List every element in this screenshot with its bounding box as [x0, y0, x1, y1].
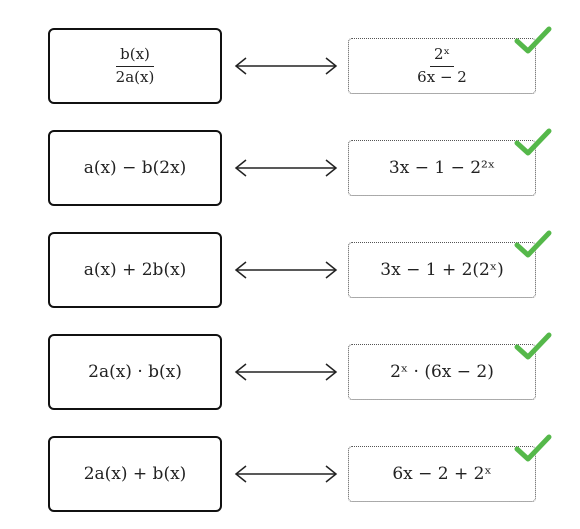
checkmark-icon [514, 128, 552, 156]
left-expression-card-5[interactable]: 2a(x) + b(x) [48, 436, 222, 512]
checkmark-icon [514, 434, 552, 462]
match-row-1: b(x) 2a(x) 2ˣ 6x − 2 [0, 26, 580, 108]
expression-text: 2ˣ · (6x − 2) [390, 362, 494, 382]
right-answer-slot-2[interactable]: 3x − 1 − 2²ˣ [348, 140, 536, 196]
match-row-4: 2a(x) · b(x) 2ˣ · (6x − 2) [0, 332, 580, 414]
checkmark-icon [514, 230, 552, 258]
double-arrow-icon [234, 159, 338, 177]
fraction-denominator: 2a(x) [115, 67, 155, 86]
fraction-numerator: b(x) [116, 46, 154, 67]
expression-text: a(x) + 2b(x) [83, 260, 187, 280]
checkmark-icon [514, 26, 552, 54]
match-row-5: 2a(x) + b(x) 6x − 2 + 2ˣ [0, 434, 580, 516]
right-answer-slot-3[interactable]: 3x − 1 + 2(2ˣ) [348, 242, 536, 298]
fraction-numerator: 2ˣ [430, 46, 454, 67]
fraction: 2ˣ 6x − 2 [413, 46, 471, 86]
left-expression-card-1[interactable]: b(x) 2a(x) [48, 28, 222, 104]
expression-text: 2a(x) + b(x) [83, 464, 187, 484]
left-expression-card-2[interactable]: a(x) − b(2x) [48, 130, 222, 206]
expression-text: 2a(x) · b(x) [88, 362, 182, 382]
right-answer-slot-5[interactable]: 6x − 2 + 2ˣ [348, 446, 536, 502]
checkmark-icon [514, 332, 552, 360]
match-row-3: a(x) + 2b(x) 3x − 1 + 2(2ˣ) [0, 230, 580, 312]
match-row-2: a(x) − b(2x) 3x − 1 − 2²ˣ [0, 128, 580, 210]
fraction: b(x) 2a(x) [112, 46, 159, 86]
right-answer-slot-1[interactable]: 2ˣ 6x − 2 [348, 38, 536, 94]
double-arrow-icon [234, 57, 338, 75]
expression-text: 6x − 2 + 2ˣ [392, 464, 492, 484]
right-answer-slot-4[interactable]: 2ˣ · (6x − 2) [348, 344, 536, 400]
double-arrow-icon [234, 363, 338, 381]
expression-text: a(x) − b(2x) [83, 158, 187, 178]
left-expression-card-3[interactable]: a(x) + 2b(x) [48, 232, 222, 308]
double-arrow-icon [234, 261, 338, 279]
double-arrow-icon [234, 465, 338, 483]
fraction-denominator: 6x − 2 [417, 67, 467, 86]
left-expression-card-4[interactable]: 2a(x) · b(x) [48, 334, 222, 410]
expression-text: 3x − 1 + 2(2ˣ) [380, 260, 504, 280]
expression-text: 3x − 1 − 2²ˣ [388, 158, 496, 178]
